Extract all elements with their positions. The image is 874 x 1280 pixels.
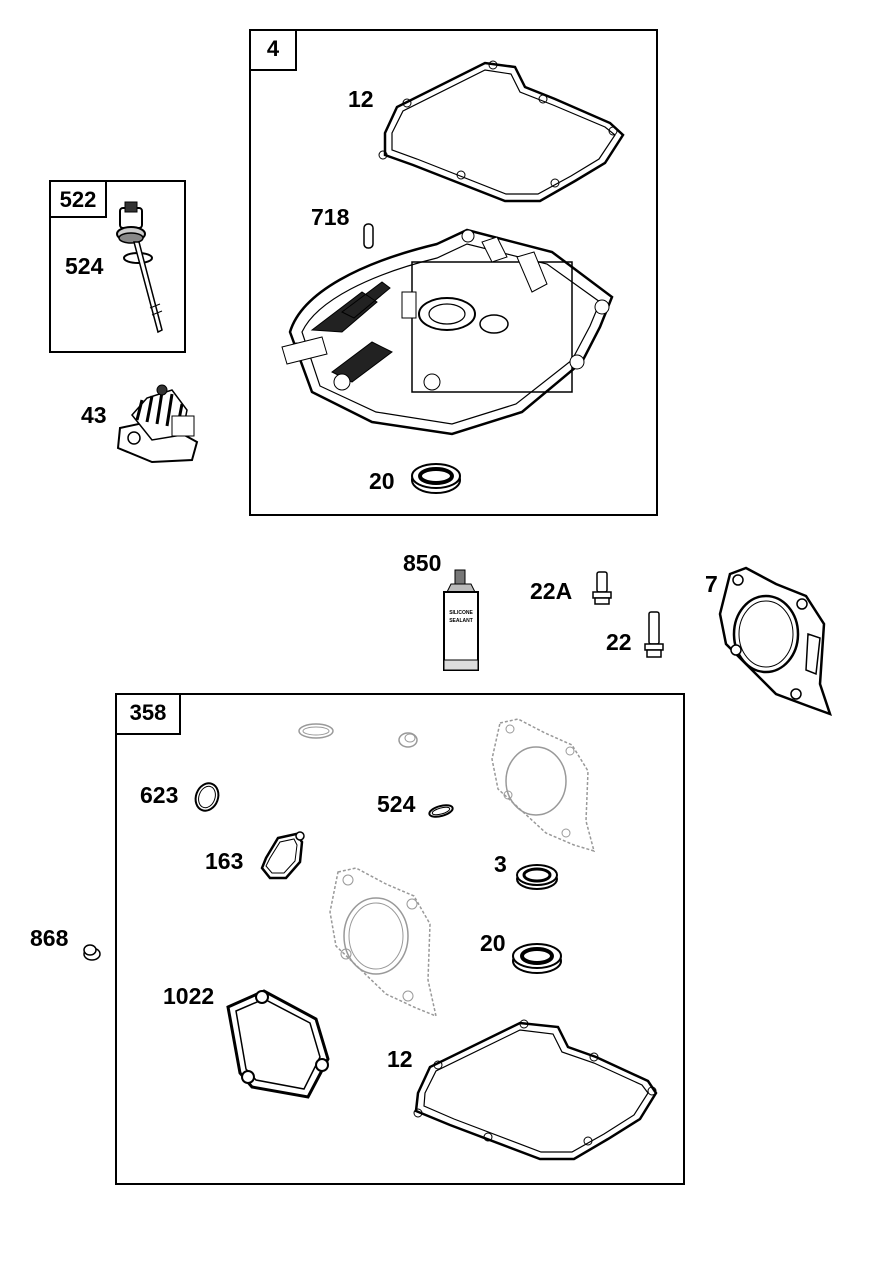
faint-grommet <box>396 730 420 750</box>
faint-head-gasket-middle <box>326 864 444 1020</box>
o-ring-524 <box>426 802 456 820</box>
callout-3: 3 <box>494 851 507 877</box>
gasket-1022 <box>216 985 336 1105</box>
callout-7: 7 <box>705 571 718 597</box>
callout-43: 43 <box>81 402 107 428</box>
sealant-line1: SILICONE <box>449 610 473 616</box>
sealant-line2: SEALANT <box>449 618 473 624</box>
faint-head-gasket-upper <box>490 715 600 855</box>
callout-623: 623 <box>140 782 179 808</box>
intake-gasket-163 <box>256 828 310 884</box>
bolt-short <box>590 570 614 606</box>
sealant-tube: SILICONE SEALANT <box>441 568 481 672</box>
callout-20-top: 20 <box>369 468 395 494</box>
bolt-long <box>642 610 666 660</box>
faint-o-ring <box>296 720 336 742</box>
governor-assembly <box>112 380 202 470</box>
callout-850: 850 <box>403 550 442 576</box>
dipstick <box>108 200 168 340</box>
oil-seal-20-kit <box>510 940 564 976</box>
dowel-pin <box>362 222 376 252</box>
callout-718: 718 <box>311 204 350 230</box>
callout-20-kit: 20 <box>480 930 506 956</box>
callout-163: 163 <box>205 848 244 874</box>
kit-label-522: 522 <box>51 182 107 218</box>
kit-label-4: 4 <box>251 31 297 71</box>
kit-label-358: 358 <box>117 695 181 735</box>
kit-box-522: 522 <box>49 180 186 353</box>
oil-seal-3 <box>514 862 560 892</box>
crankcase-gasket-top <box>365 55 635 210</box>
plug-868 <box>80 940 104 964</box>
oil-seal-top <box>409 460 463 496</box>
callout-524-kit: 524 <box>377 791 416 817</box>
callout-22A: 22A <box>530 578 573 604</box>
kit-box-4: 4 <box>249 29 658 516</box>
crankcase-cover <box>282 222 627 444</box>
callout-22: 22 <box>606 629 632 655</box>
callout-12-top: 12 <box>348 86 374 112</box>
callout-524-dipstick: 524 <box>65 253 104 279</box>
kit-box-358: 358 <box>115 693 685 1185</box>
callout-868: 868 <box>30 925 69 951</box>
callout-1022: 1022 <box>163 983 215 1009</box>
crankcase-gasket-kit <box>408 1015 664 1165</box>
cylinder-head-gasket <box>716 564 836 720</box>
o-ring-623 <box>192 780 222 814</box>
callout-12-kit: 12 <box>387 1046 413 1072</box>
